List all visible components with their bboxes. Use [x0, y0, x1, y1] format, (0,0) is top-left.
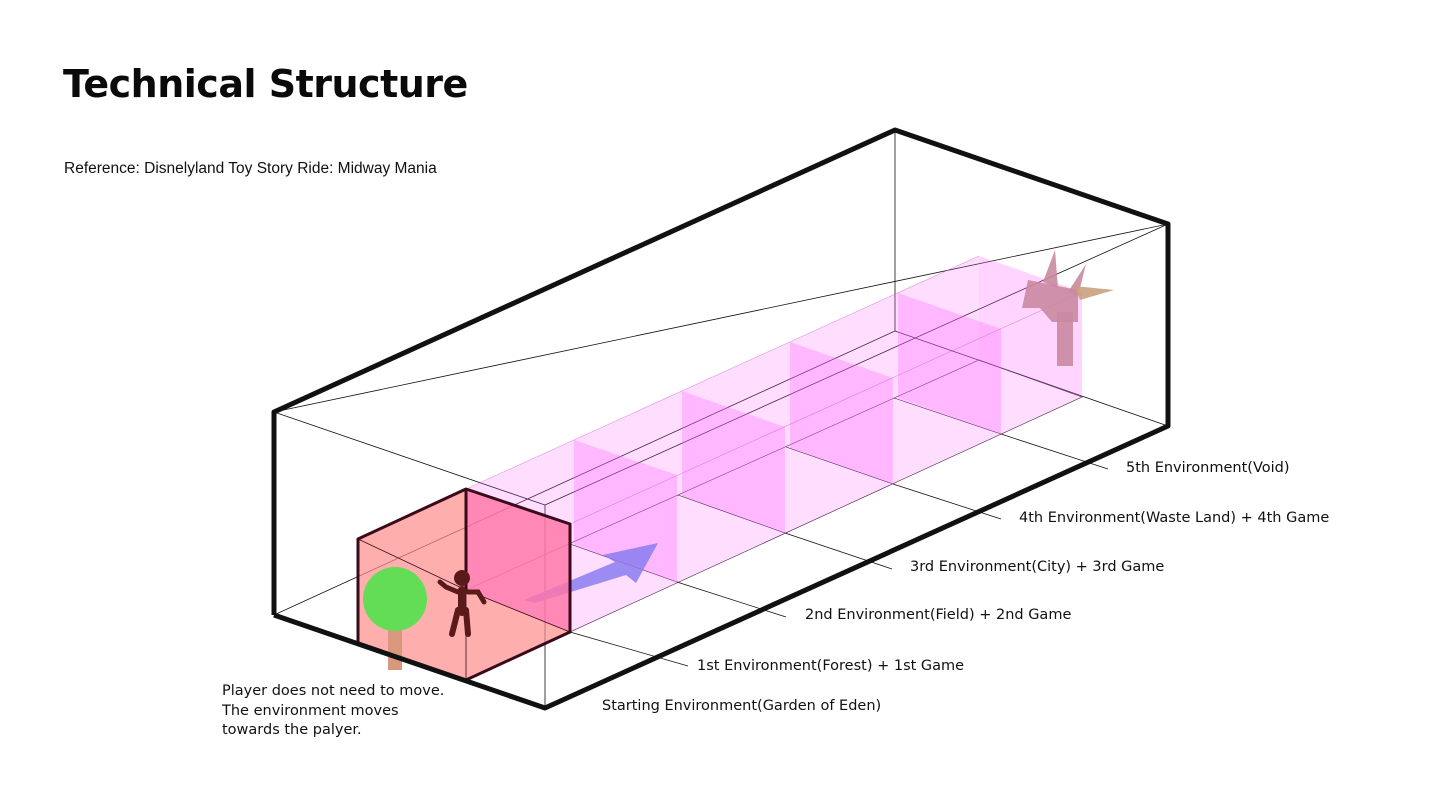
- leader-lines: [569, 433, 1109, 667]
- dead-tree-icon: [1022, 250, 1114, 366]
- note-line: Player does not need to move.: [222, 683, 445, 699]
- label-environment-4: 4th Environment(Waste Land) + 4th Game: [1019, 510, 1329, 526]
- label-environment-2: 2nd Environment(Field) + 2nd Game: [805, 607, 1071, 623]
- page-title: Technical Structure: [63, 62, 468, 106]
- player-note: Player does not need to move. The enviro…: [222, 682, 444, 741]
- label-starting-environment: Starting Environment(Garden of Eden): [602, 698, 881, 714]
- note-line: The environment moves: [222, 702, 399, 719]
- note-line: towards the palyer.: [222, 722, 362, 738]
- reference-text: Reference: Disnelyland Toy Story Ride: M…: [64, 160, 437, 177]
- label-environment-1: 1st Environment(Forest) + 1st Game: [697, 658, 964, 674]
- label-environment-3: 3rd Environment(City) + 3rd Game: [910, 559, 1164, 575]
- player-icon: [437, 570, 487, 637]
- outer-box-thick-edges: [271, 127, 1171, 711]
- label-environment-5: 5th Environment(Void): [1126, 460, 1290, 476]
